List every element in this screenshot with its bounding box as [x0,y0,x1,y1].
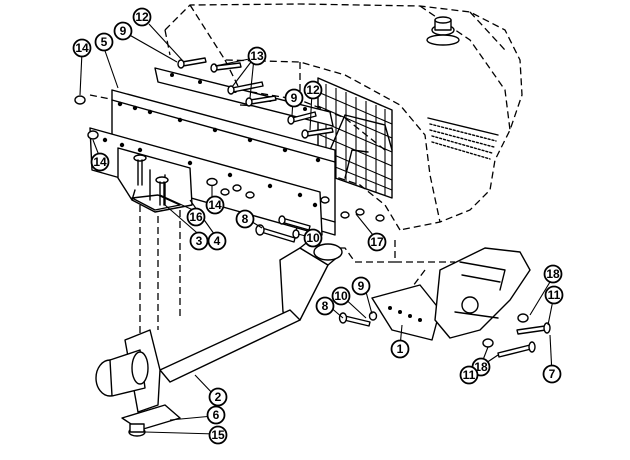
callout-15: 15 [208,425,228,445]
callout-4: 4 [207,231,227,251]
svg-text:4: 4 [214,234,221,248]
upper-bolts [177,57,334,139]
svg-text:17: 17 [370,235,384,249]
callout-12-mid: 12 [303,80,323,100]
svg-text:12: 12 [135,10,149,24]
hood-louvers [427,117,499,160]
svg-text:16: 16 [189,210,203,224]
callout-17: 17 [367,232,387,252]
callout-14-left: 14 [72,38,92,58]
side-hardware [338,311,551,358]
callout-14-center: 14 [205,195,225,215]
svg-text:2: 2 [215,390,222,404]
svg-text:14: 14 [93,155,107,169]
callout-16: 16 [186,207,206,227]
front-bolts [255,215,311,243]
callout-10-right: 10 [331,286,351,306]
svg-text:14: 14 [75,41,89,55]
callout-18-right: 18 [543,264,563,284]
svg-text:9: 9 [291,91,298,105]
svg-text:8: 8 [322,299,329,313]
callout-9-top: 9 [113,21,133,41]
svg-text:9: 9 [120,24,127,38]
bracket-bolts [133,154,169,206]
callout-11-right: 11 [544,285,564,305]
callout-8-left: 8 [235,209,255,229]
callout-6: 6 [206,405,226,425]
svg-text:7: 7 [549,367,556,381]
svg-text:1: 1 [397,342,404,356]
svg-text:6: 6 [213,408,220,422]
svg-text:15: 15 [211,428,225,442]
svg-text:12: 12 [306,83,320,97]
fuel-cap [426,16,460,46]
svg-text:11: 11 [548,288,561,302]
callout-9-right: 9 [351,276,371,296]
svg-text:5: 5 [101,35,108,49]
callout-9-mid: 9 [284,88,304,108]
callout-7: 7 [542,364,562,384]
svg-text:13: 13 [250,49,264,63]
hitch-bracket [117,147,193,213]
callout-3: 3 [189,231,209,251]
frame-nut [128,423,146,437]
callout-14-lower: 14 [90,152,110,172]
callout-13: 13 [247,46,267,66]
svg-text:18: 18 [474,360,488,374]
svg-text:11: 11 [463,368,476,382]
svg-text:8: 8 [242,212,249,226]
svg-text:10: 10 [306,231,320,245]
callout-12-top: 12 [132,7,152,27]
plate-hardware [74,95,385,222]
svg-text:9: 9 [358,279,365,293]
callout-5: 5 [94,32,114,52]
svg-text:14: 14 [208,198,222,212]
drawbar-assembly [371,247,531,341]
callout-11-lower: 11 [459,365,479,385]
callout-8-right: 8 [315,296,335,316]
svg-text:18: 18 [546,267,560,281]
callout-10-left: 10 [303,228,323,248]
callout-1: 1 [390,339,410,359]
svg-text:10: 10 [334,289,348,303]
svg-text:3: 3 [196,234,203,248]
callout-2: 2 [208,387,228,407]
front-channel-plate [89,89,336,236]
engine-block [329,114,393,179]
tractor-hood-outline [164,3,523,231]
